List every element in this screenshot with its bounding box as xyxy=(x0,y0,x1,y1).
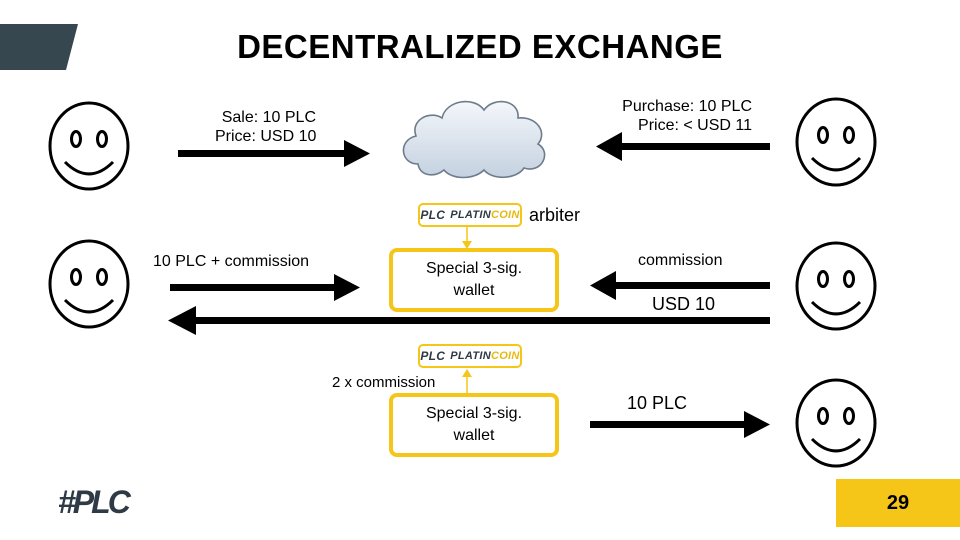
smiley-face-icon xyxy=(795,97,877,187)
commission-label: commission xyxy=(638,252,723,269)
smiley-face-icon xyxy=(795,241,877,331)
smiley-face-icon xyxy=(48,101,130,191)
page-title: DECENTRALIZED EXCHANGE xyxy=(237,28,723,65)
coin-text: COIN xyxy=(490,350,520,362)
left-arrow xyxy=(590,271,770,300)
left-arrow xyxy=(596,132,770,161)
usd-label: USD 10 xyxy=(652,294,716,314)
right-arrow xyxy=(178,140,370,167)
sale-price-text: Price: USD 10 xyxy=(215,128,317,145)
plc-out-label: 10 PLC xyxy=(627,393,688,413)
platin-text: PLATIN xyxy=(450,350,491,362)
right-arrow xyxy=(590,411,770,438)
cloud-icon xyxy=(402,100,546,179)
wallet-box: Special 3-sig. wallet xyxy=(389,393,559,457)
plc-mark: PLC xyxy=(420,208,446,222)
long-left-arrow xyxy=(168,306,770,335)
plc-commission-label: 10 PLC + commission xyxy=(153,253,310,270)
right-arrow xyxy=(170,274,360,301)
wallet-subtitle-text: wallet xyxy=(453,427,495,444)
sale-quantity-text: Sale: 10 PLC xyxy=(221,109,316,126)
smiley-face-icon xyxy=(795,378,877,468)
page-number: 29 xyxy=(836,479,960,527)
plc-mark: PLC xyxy=(420,349,446,363)
corner-banner xyxy=(0,24,78,70)
two-commission-label: 2 x commission xyxy=(332,374,436,391)
arbiter-label: arbiter xyxy=(529,205,581,225)
purchase-price-text: Price: < USD 11 xyxy=(638,117,752,134)
wallet-title-text: Special 3-sig. xyxy=(425,405,523,422)
wallet-subtitle-text: wallet xyxy=(453,282,495,299)
arbiter-connector xyxy=(462,227,472,249)
coin-text: COIN xyxy=(490,209,520,221)
smiley-face-icon xyxy=(48,239,130,329)
purchase-label: Purchase: 10 PLC Price: < USD 11 xyxy=(606,97,752,135)
arbiter-connector xyxy=(462,369,472,394)
sale-label: Sale: 10 PLC Price: USD 10 xyxy=(215,108,316,146)
wallet-box: Special 3-sig. wallet xyxy=(389,248,559,312)
platin-text: PLATIN xyxy=(450,209,491,221)
plc-logo: #PLC xyxy=(58,484,131,520)
purchase-quantity-text: Purchase: 10 PLC xyxy=(622,98,752,115)
wallet-title-text: Special 3-sig. xyxy=(425,260,523,277)
